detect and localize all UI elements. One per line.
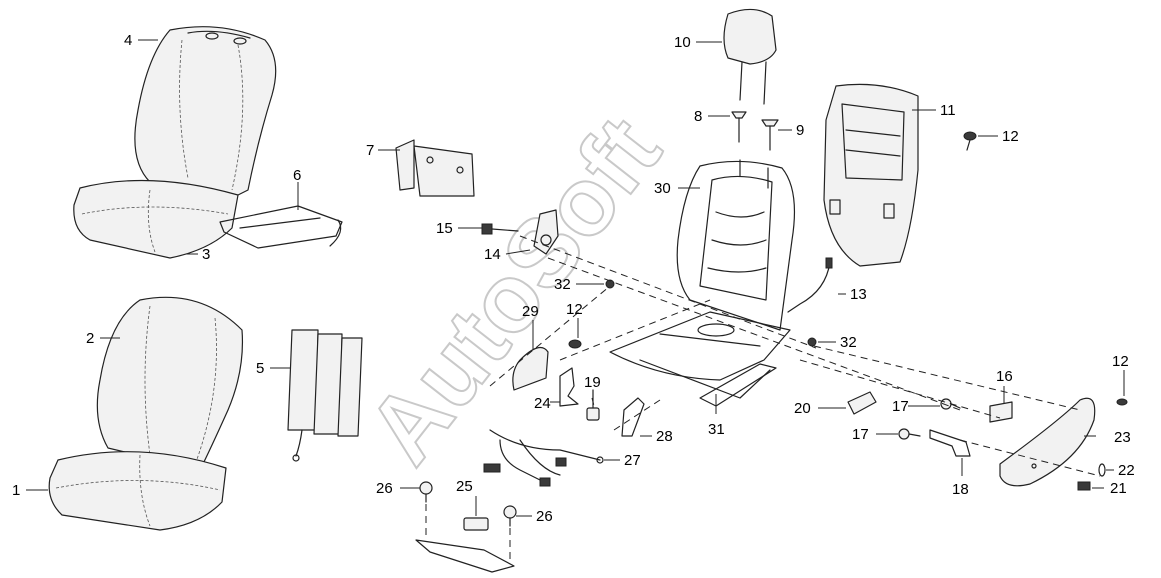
callout-29: 29 [522,303,539,320]
cushion-pan-plate [219,205,343,249]
callout-leaders [26,39,1125,517]
assembly-lines [425,235,1101,560]
cap-21 [1077,481,1091,491]
switch-25 [463,517,489,531]
callout-12-right: 12 [1112,353,1129,370]
callout-18: 18 [952,481,969,498]
callout-14: 14 [484,246,501,263]
cap-22 [1098,463,1106,477]
callout-16: 16 [996,368,1013,385]
callout-15: 15 [436,220,453,237]
callout-31: 31 [708,421,725,438]
seat-cushion-frame [609,311,791,407]
callout-8: 8 [694,108,702,125]
seat-cushion-cover-upper [73,179,239,259]
headrest-guide-8 [731,111,747,143]
bolt-26-right [503,505,517,527]
callout-labels: 1 2 3 4 5 6 7 8 9 10 11 12 13 14 15 16 1… [12,32,1135,525]
back-harness [787,257,833,313]
linkage-18 [929,429,971,457]
side-cover-29 [512,346,549,391]
seat-back-cover-lower [96,296,244,471]
bottom-bracket [415,539,515,573]
callout-19: 19 [584,374,601,391]
headrest-guide-9 [761,119,779,151]
callout-23: 23 [1114,429,1131,446]
seat-back-cover-upper [134,26,277,199]
callout-2: 2 [86,330,94,347]
callout-12-mid: 12 [566,301,583,318]
bolt-26-left [419,481,433,503]
callout-12-top: 12 [1002,128,1019,145]
callout-4: 4 [124,32,132,49]
seat-back-frame [676,159,796,331]
lumbar-support-pad [287,329,363,462]
callout-6: 6 [293,167,301,184]
callout-27: 27 [624,452,641,469]
callout-21: 21 [1110,480,1127,497]
seat-harness-27 [483,429,604,487]
callout-20: 20 [794,400,811,417]
bolt-17-lower [898,428,921,440]
bracket-24 [559,367,579,407]
callout-25: 25 [456,478,473,495]
screw-12-mid [568,339,582,349]
callout-10: 10 [674,34,691,51]
callout-3: 3 [202,246,210,263]
callout-26-left: 26 [376,480,393,497]
pin-19 [586,389,600,421]
callout-30: 30 [654,180,671,197]
bolt-15 [481,223,519,235]
callout-11: 11 [940,102,956,119]
seat-back-panel [823,83,919,267]
bolt-32-lower [807,337,817,347]
callout-1: 1 [12,482,20,499]
callout-24: 24 [534,395,551,412]
seat-cushion-cover-lower [48,451,227,531]
callout-17-upper: 17 [892,398,909,415]
callout-22: 22 [1118,462,1135,479]
recliner-motor [533,209,559,255]
trim-strip-28 [621,397,645,437]
callout-32-upper: 32 [554,276,571,293]
callout-26-right: 26 [536,508,553,525]
callout-13: 13 [850,286,867,303]
callout-32-lower: 32 [840,334,857,351]
armrest-cover-23 [999,397,1096,487]
callout-28: 28 [656,428,673,445]
callout-17-lower: 17 [852,426,869,443]
switch-20 [847,391,877,415]
clip-16 [989,401,1013,423]
bolt-32-upper [605,279,615,289]
callout-5: 5 [256,360,264,377]
callout-7: 7 [366,142,374,159]
screw-12-right [1116,398,1128,406]
side-airbag-module [395,139,475,197]
headrest [723,8,777,105]
callout-9: 9 [796,122,804,139]
screw-12-top [963,131,977,151]
